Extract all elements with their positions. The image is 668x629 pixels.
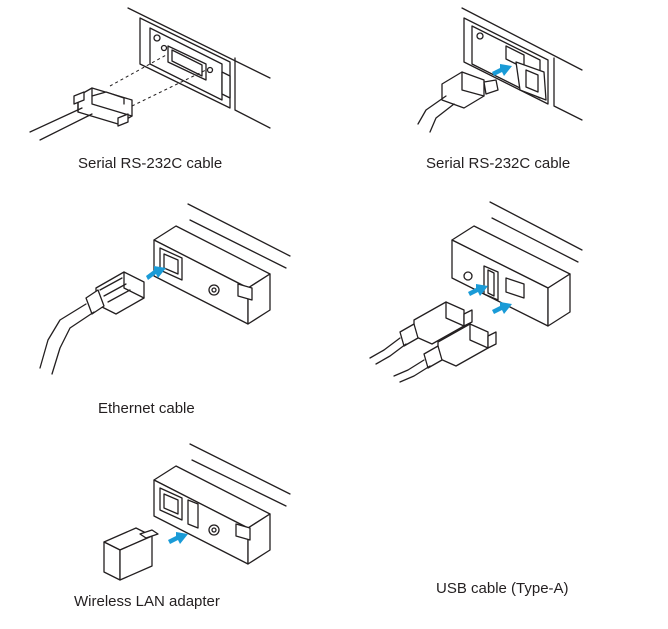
ethernet-panel: Ethernet cable (0, 180, 334, 430)
wireless-lan-panel: Wireless LAN adapter (0, 430, 334, 629)
caption-usb: USB cable (Type-A) (436, 580, 569, 597)
caption-ethernet: Ethernet cable (98, 400, 195, 417)
arrow-wlan (168, 532, 188, 544)
serial-rs232c-left-panel: Serial RS-232C cable (0, 0, 334, 180)
arrow-usb-upper (468, 284, 488, 296)
usb-panel: USB cable (Type-A) (334, 180, 668, 597)
arrow-ethernet (146, 266, 166, 280)
serial-rs232c-right-panel: Serial RS-232C cable (334, 0, 668, 180)
wireless-lan-illustration (103, 443, 291, 581)
arrow-left-to-port (492, 64, 512, 76)
arrow-usb-lower (492, 302, 512, 314)
serial-rs232c-right-illustration (417, 7, 583, 133)
caption-wlan: Wireless LAN adapter (74, 593, 220, 610)
ethernet-illustration (39, 203, 291, 375)
usb-illustration (369, 201, 583, 383)
caption-serial-left: Serial RS-232C cable (78, 155, 223, 172)
serial-rs232c-left-illustration (29, 7, 271, 141)
caption-serial-right: Serial RS-232C cable (426, 155, 571, 172)
